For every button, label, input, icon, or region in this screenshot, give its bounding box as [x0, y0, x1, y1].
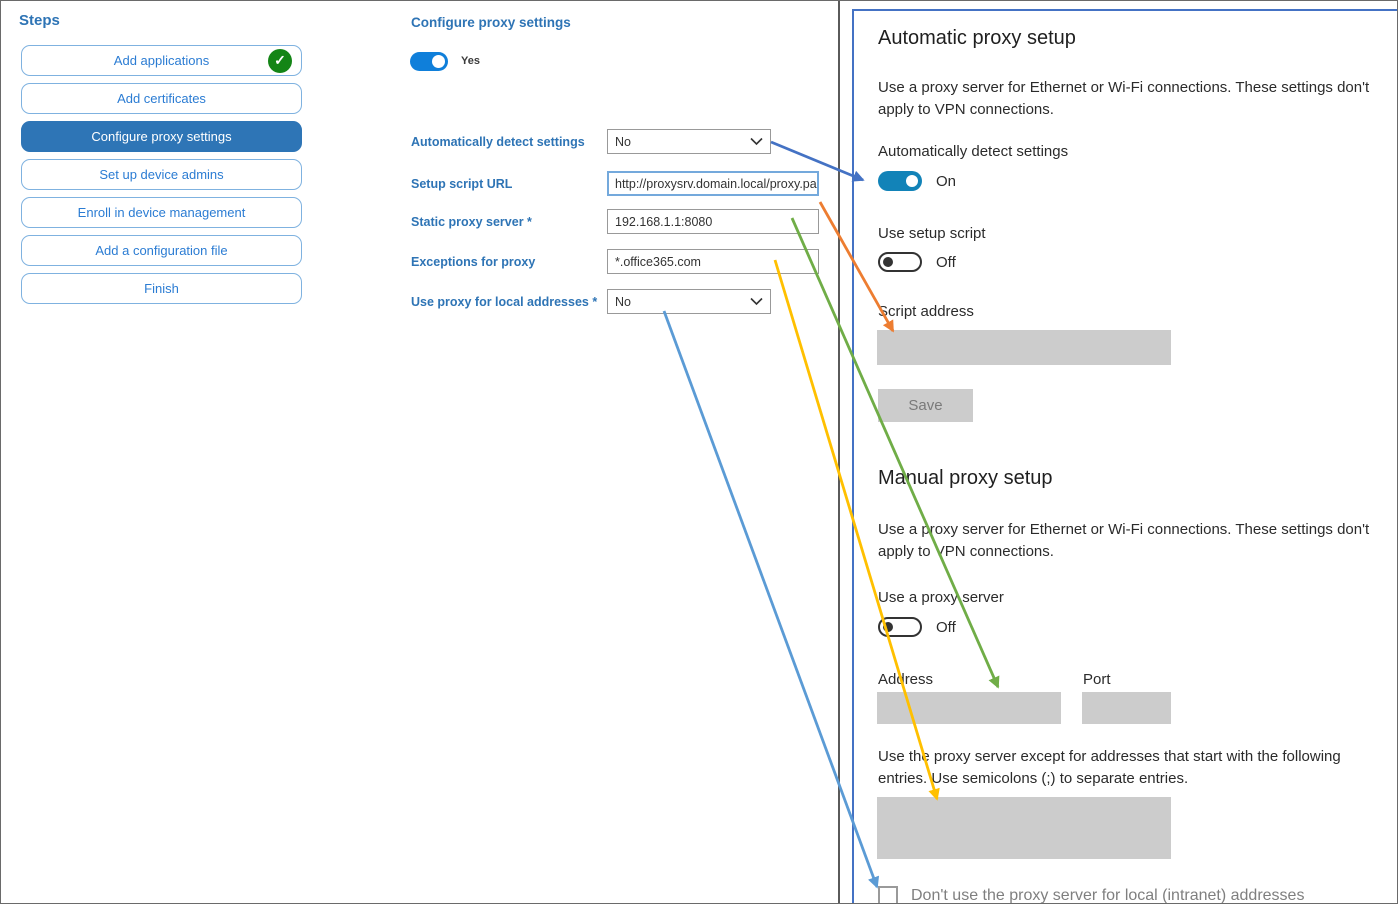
auto-detect-settings-toggle[interactable]: [878, 171, 922, 191]
address-input[interactable]: [877, 692, 1061, 724]
exceptions-for-proxy-input[interactable]: *.office365.com: [607, 249, 819, 274]
step-add-applications[interactable]: Add applications ✓: [21, 45, 302, 76]
use-setup-script-toggle[interactable]: [878, 252, 922, 272]
script-address-label: Script address: [878, 303, 974, 320]
manual-proxy-setup-heading: Manual proxy setup: [878, 467, 1053, 489]
page-title: Configure proxy settings: [411, 15, 571, 30]
chevron-down-icon: [750, 137, 763, 146]
step-label: Add applications: [113, 53, 210, 68]
toggle-knob: [883, 257, 893, 267]
auto-detect-select[interactable]: No: [607, 129, 771, 154]
toggle-knob: [906, 175, 918, 187]
setup-script-url-input[interactable]: http://proxysrv.domain.local/proxy.pa: [607, 171, 819, 196]
use-proxy-local-select[interactable]: No: [607, 289, 771, 314]
auto-detect-settings-label: Automatically detect settings: [878, 143, 1069, 160]
save-button[interactable]: Save: [878, 389, 973, 422]
static-proxy-server-input[interactable]: 192.168.1.1:8080: [607, 209, 819, 234]
step-label: Add certificates: [117, 91, 206, 106]
proxy-exceptions-description: Use the proxy server except for addresse…: [878, 748, 1341, 787]
port-label: Port: [1083, 671, 1111, 688]
step-label: Set up device admins: [99, 167, 224, 182]
select-value: No: [615, 134, 631, 149]
chevron-down-icon: [750, 297, 763, 306]
port-input[interactable]: [1082, 692, 1171, 724]
use-setup-script-label: Use setup script: [878, 225, 986, 242]
automatic-proxy-setup-heading: Automatic proxy setup: [878, 27, 1076, 49]
step-label: Add a configuration file: [95, 243, 228, 258]
step-add-a-configuration-file[interactable]: Add a configuration file: [21, 235, 302, 266]
field-label-setup-script-url: Setup script URL: [411, 177, 513, 191]
address-label: Address: [878, 671, 934, 688]
configure-proxy-toggle[interactable]: [410, 52, 448, 71]
step-label: Configure proxy settings: [91, 129, 232, 144]
field-label-auto-detect: Automatically detect settings: [411, 135, 585, 149]
use-a-proxy-server-label: Use a proxy server: [878, 589, 1004, 606]
step-add-certificates[interactable]: Add certificates: [21, 83, 302, 114]
select-value: No: [615, 294, 631, 309]
field-label-use-proxy-local: Use proxy for local addresses *: [411, 295, 598, 309]
toggle-state-label: Off: [936, 618, 956, 636]
input-value: *.office365.com: [615, 254, 701, 269]
proxy-exceptions-input[interactable]: [877, 797, 1171, 859]
field-label-static-proxy: Static proxy server *: [411, 215, 532, 229]
configure-proxy-toggle-label: Yes: [461, 55, 480, 67]
step-label: Finish: [144, 281, 179, 296]
steps-list: Add applications ✓ Add certificates Conf…: [21, 45, 302, 311]
input-value: http://proxysrv.domain.local/proxy.pa: [615, 176, 817, 191]
field-label-exceptions: Exceptions for proxy: [411, 255, 536, 269]
local-intranet-checkbox-label: Don't use the proxy server for local (in…: [911, 887, 1305, 904]
step-set-up-device-admins[interactable]: Set up device admins: [21, 159, 302, 190]
toggle-state-label: On: [936, 172, 957, 190]
script-address-input[interactable]: [877, 330, 1171, 365]
toggle-knob: [432, 55, 445, 68]
step-finish[interactable]: Finish: [21, 273, 302, 304]
windows-settings-proxy-panel: Automatic proxy setup Use a proxy server…: [852, 9, 1397, 904]
input-value: 192.168.1.1:8080: [615, 214, 713, 229]
automatic-proxy-description: Use a proxy server for Ethernet or Wi-Fi…: [878, 79, 1370, 118]
step-enroll-in-device-management[interactable]: Enroll in device management: [21, 197, 302, 228]
use-a-proxy-server-toggle[interactable]: [878, 617, 922, 637]
local-intranet-checkbox[interactable]: [878, 886, 898, 903]
panel-divider: [838, 1, 840, 903]
arrow-use-proxy-local-addresses: [662, 310, 880, 889]
steps-panel-title: Steps: [19, 12, 60, 29]
manual-proxy-description: Use a proxy server for Ethernet or Wi-Fi…: [878, 521, 1370, 560]
toggle-state-label: Off: [936, 253, 956, 271]
step-configure-proxy-settings[interactable]: Configure proxy settings: [21, 121, 302, 152]
completed-check-icon: ✓: [268, 48, 292, 73]
toggle-knob: [883, 622, 893, 632]
step-label: Enroll in device management: [77, 205, 246, 220]
